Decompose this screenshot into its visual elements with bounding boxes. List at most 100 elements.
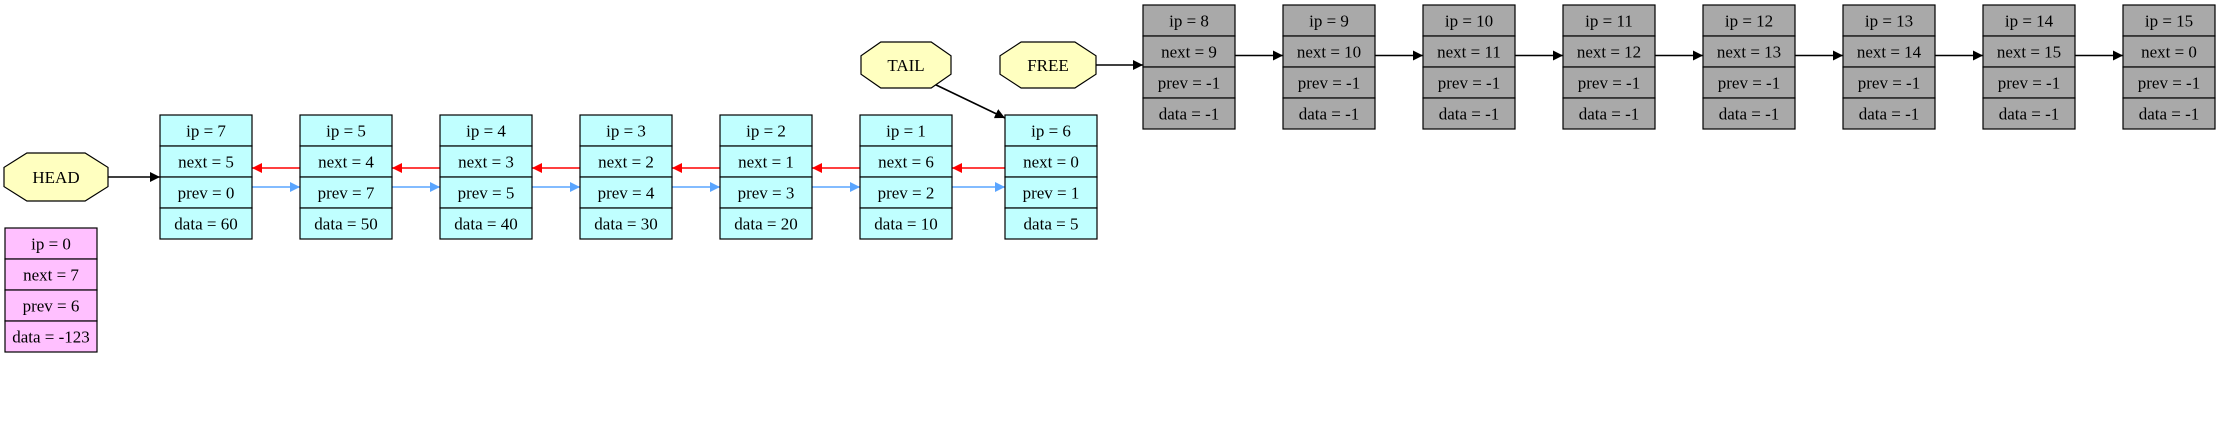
sentinel-node-data-label: data = -123 [12, 328, 90, 347]
free-node-2-next-cell [1422, 35, 1516, 68]
free-node-5: ip = 13 next = 14 prev = -1 data = -1 [1842, 4, 1936, 130]
used-node-5-data-label: data = 10 [874, 215, 937, 234]
free-node-5-data-cell [1842, 97, 1936, 130]
used-node-6-data-cell [1004, 207, 1098, 240]
used-node-6-data-label: data = 5 [1024, 215, 1079, 234]
sentinel-node-prev-label: prev = 6 [23, 297, 80, 316]
free-node-3-prev-label: prev = -1 [1578, 74, 1640, 93]
used-node-0-prev-cell [159, 176, 253, 209]
used-node-6-ip-cell [1004, 114, 1098, 147]
used-node-5-next-label: next = 6 [878, 153, 934, 172]
free-node-2-next-label: next = 11 [1437, 43, 1501, 62]
free-node-6-ip-label: ip = 14 [2005, 12, 2054, 31]
free-node-5-next-label: next = 14 [1857, 43, 1922, 62]
used-node-0-ip-cell [159, 114, 253, 147]
free-node-1-next-label: next = 10 [1297, 43, 1361, 62]
used-node-5-data-cell [859, 207, 953, 240]
used-node-2-data-cell [439, 207, 533, 240]
used-node-2-next-label: next = 3 [458, 153, 514, 172]
free-node-7-prev-cell [2122, 66, 2216, 99]
used-node-4-data-label: data = 20 [734, 215, 797, 234]
head-pointer: HEAD [3, 152, 109, 202]
free-node-5-next-cell [1842, 35, 1936, 68]
sentinel-node-prev-cell [4, 289, 98, 322]
tail-pointer-label: TAIL [887, 56, 924, 75]
free-node-4-data-cell [1702, 97, 1796, 130]
used-node-1-prev-cell [299, 176, 393, 209]
free-node-4-prev-cell [1702, 66, 1796, 99]
used-node-4-ip-label: ip = 2 [746, 122, 786, 141]
free-node-6-ip-cell [1982, 4, 2076, 37]
free-node-1-data-cell [1282, 97, 1376, 130]
sentinel-node-ip-label: ip = 0 [31, 235, 71, 254]
free-node-2-prev-cell [1422, 66, 1516, 99]
free-node-0-ip-label: ip = 8 [1169, 12, 1209, 31]
head-pointer-label: HEAD [32, 168, 79, 187]
used-node-3-ip-label: ip = 3 [606, 122, 646, 141]
free-node-4-data-label: data = -1 [1719, 105, 1780, 124]
free-pointer-shape [999, 41, 1097, 89]
free-node-1-ip-cell [1282, 4, 1376, 37]
free-node-0-data-cell [1142, 97, 1236, 130]
sentinel-node-data-cell [4, 320, 98, 353]
free-node-1-data-label: data = -1 [1299, 105, 1360, 124]
free-node-4-next-cell [1702, 35, 1796, 68]
used-node-6-ip-label: ip = 6 [1031, 122, 1071, 141]
free-node-7-next-cell [2122, 35, 2216, 68]
used-node-3-next-cell [579, 145, 673, 178]
used-node-5-next-cell [859, 145, 953, 178]
used-node-2-data-label: data = 40 [454, 215, 517, 234]
used-node-3-data-cell [579, 207, 673, 240]
free-node-5-prev-label: prev = -1 [1858, 74, 1920, 93]
free-node-3-next-label: next = 12 [1577, 43, 1641, 62]
used-node-1-ip-label: ip = 5 [326, 122, 366, 141]
free-node-4-ip-label: ip = 12 [1725, 12, 1773, 31]
used-node-4-next-cell [719, 145, 813, 178]
used-node-6-prev-label: prev = 1 [1023, 184, 1080, 203]
sentinel-node-ip-cell [4, 227, 98, 260]
free-node-5-data-label: data = -1 [1859, 105, 1920, 124]
free-node-7-ip-label: ip = 15 [2145, 12, 2193, 31]
tail-edge [931, 82, 1006, 119]
free-node-2-data-label: data = -1 [1439, 105, 1500, 124]
free-node-5-ip-label: ip = 13 [1865, 12, 1913, 31]
free-node-6-prev-cell [1982, 66, 2076, 99]
free-node-5-prev-cell [1842, 66, 1936, 99]
used-node-3-data-label: data = 30 [594, 215, 657, 234]
used-node-1-data-cell [299, 207, 393, 240]
free-node-0-next-label: next = 9 [1161, 43, 1217, 62]
used-node-1-next-label: next = 4 [318, 153, 374, 172]
free-node-6-data-label: data = -1 [1999, 105, 2060, 124]
free-node-4-ip-cell [1702, 4, 1796, 37]
free-node-4-next-label: next = 13 [1717, 43, 1781, 62]
free-node-0-ip-cell [1142, 4, 1236, 37]
used-node-0-ip-label: ip = 7 [186, 122, 226, 141]
free-node-2-ip-label: ip = 10 [1445, 12, 1493, 31]
used-node-2-ip-cell [439, 114, 533, 147]
free-node-3-data-cell [1562, 97, 1656, 130]
free-node-7-data-label: data = -1 [2139, 105, 2200, 124]
tail-pointer-shape [860, 41, 952, 89]
free-node-2-ip-cell [1422, 4, 1516, 37]
free-pointer-label: FREE [1027, 56, 1069, 75]
sentinel-node-next-cell [4, 258, 98, 291]
used-node-4-prev-cell [719, 176, 813, 209]
free-node-3-next-cell [1562, 35, 1656, 68]
free-node-6-prev-label: prev = -1 [1998, 74, 2060, 93]
used-node-3-prev-label: prev = 4 [598, 184, 655, 203]
used-node-0-next-label: next = 5 [178, 153, 234, 172]
head-pointer-shape [3, 152, 109, 202]
free-node-3-ip-cell [1562, 4, 1656, 37]
